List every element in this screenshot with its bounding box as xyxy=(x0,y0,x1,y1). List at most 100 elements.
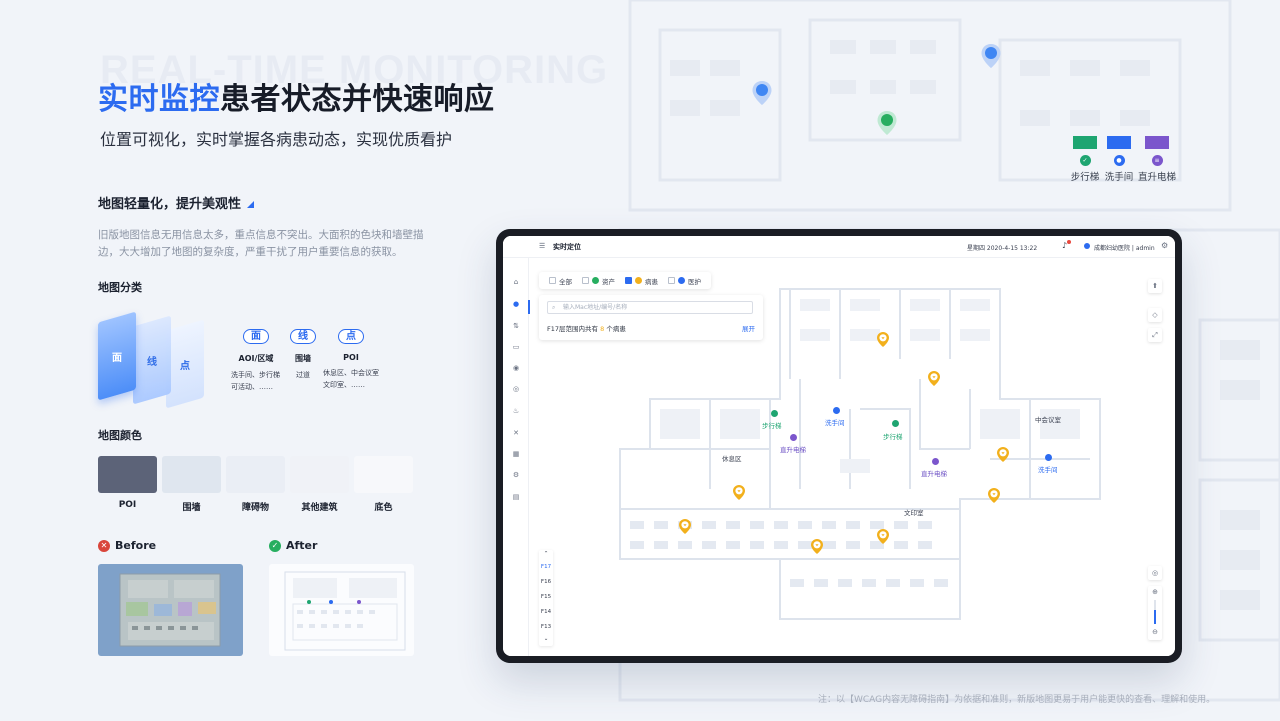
poi-elevator[interactable]: 直升电梯 xyxy=(780,446,806,454)
layer-illustration: 点 线 面 xyxy=(98,305,208,409)
zoom-in-icon[interactable]: ⊕ xyxy=(1152,588,1158,596)
poi-stairs[interactable]: 步行梯 xyxy=(883,433,903,441)
floor-item[interactable]: F16 xyxy=(540,579,552,585)
floor-down-icon[interactable]: ⌄ xyxy=(543,636,549,642)
line-pill: 线 xyxy=(290,329,316,344)
floor-up-icon[interactable]: ⌃ xyxy=(543,551,549,557)
bell-icon[interactable]: ♪ xyxy=(1062,241,1068,250)
settings-icon[interactable]: ⚙ xyxy=(512,471,520,479)
tools-icon[interactable]: ✕ xyxy=(513,429,519,437)
3d-view-icon[interactable]: ◇ xyxy=(1148,308,1162,322)
floor-item[interactable]: F13 xyxy=(540,624,552,630)
checkbox[interactable] xyxy=(549,277,556,284)
filter-label: 资产 xyxy=(602,277,615,286)
swatch-other-building xyxy=(290,456,349,493)
error-icon: ✕ xyxy=(98,539,110,552)
calendar-icon[interactable]: ▤ xyxy=(512,493,520,501)
checkbox-checked[interactable] xyxy=(625,277,632,284)
poi-stairs[interactable]: 步行梯 xyxy=(762,422,782,430)
location-icon[interactable]: ● xyxy=(512,300,520,308)
before-map-image xyxy=(98,564,243,656)
patient-pin-icon[interactable] xyxy=(876,528,890,545)
gear-icon[interactable]: ⚙ xyxy=(1161,241,1169,250)
stairs-icon[interactable] xyxy=(771,410,778,417)
compass-icon[interactable]: ⬆ xyxy=(1148,279,1162,293)
transfer-icon[interactable]: ⇅ xyxy=(513,322,519,330)
locate-icon[interactable]: ◎ xyxy=(1148,566,1162,580)
search-input[interactable]: ⌕ 输入Mac地址/编号/名称 xyxy=(547,301,753,314)
user-info[interactable]: 成都妇幼医院 | admin xyxy=(1094,245,1155,252)
toilet-icon[interactable] xyxy=(1045,454,1052,461)
count-value: 8 xyxy=(600,325,605,333)
filter-all[interactable]: 全部 xyxy=(549,276,572,286)
elevator-icon[interactable] xyxy=(932,458,939,465)
home-icon[interactable]: ⌂ xyxy=(513,278,519,286)
layer-point-label: 点 xyxy=(180,360,190,372)
patient-pin-icon[interactable] xyxy=(732,484,746,501)
patient-pin-icon[interactable] xyxy=(876,331,890,348)
patient-pin-icon[interactable] xyxy=(678,518,692,535)
headline-rest: 患者状态并快速响应 xyxy=(220,82,495,117)
swatch-wall xyxy=(162,456,221,493)
background-watermark: REAL-TIME MONITORING xyxy=(100,48,609,92)
alarm-icon[interactable]: ♨ xyxy=(512,407,520,415)
fullscreen-icon[interactable]: ⤢ xyxy=(1148,328,1162,342)
classification-area: 面 AOI/区域 洗手间、步行梯可活动、…… xyxy=(231,324,281,393)
side-navigation: A ⌂ ● ⇅ ▭ ◉ ◎ ♨ ✕ ▦ ⚙ ▤ xyxy=(503,236,530,656)
poi-toilet[interactable]: 洗手间 xyxy=(1038,466,1058,474)
floor-item[interactable]: F17 xyxy=(540,564,552,570)
checkbox[interactable] xyxy=(582,277,589,284)
area-desc-line: 可活动、…… xyxy=(231,383,273,391)
search-placeholder: 输入Mac地址/编号/名称 xyxy=(563,304,628,311)
stairs-icon[interactable] xyxy=(892,420,899,427)
patient-pin-icon[interactable] xyxy=(996,446,1010,463)
filter-patient[interactable]: 病患 xyxy=(625,276,658,286)
point-desc-line: 休息区、中会议室 xyxy=(323,369,379,377)
search-icon: ⌕ xyxy=(552,304,556,311)
filter-asset[interactable]: 资产 xyxy=(582,276,615,286)
patient-icon xyxy=(635,277,642,284)
menu-toggle-icon[interactable]: ☰ xyxy=(539,242,546,250)
page-headline: 实时监控患者状态并快速响应 xyxy=(98,74,495,118)
poi-elevator[interactable]: 直升电梯 xyxy=(921,470,947,478)
patient-pin-icon[interactable] xyxy=(810,538,824,555)
patient-pin-icon[interactable] xyxy=(987,487,1001,504)
patient-pin-icon[interactable] xyxy=(927,370,941,387)
count-prefix: F17层范围内共有 xyxy=(547,325,599,333)
filter-medical-staff[interactable]: 医护 xyxy=(668,276,701,286)
video-icon[interactable]: ▭ xyxy=(512,343,520,351)
grid-icon[interactable]: ▦ xyxy=(512,450,520,458)
after-label: ✓After xyxy=(269,539,317,552)
zoom-control[interactable]: ⊕ ⊖ xyxy=(1148,586,1162,640)
point-desc: 休息区、中会议室文印室、…… xyxy=(323,367,379,391)
legend-label: 步行梯 xyxy=(1070,172,1100,183)
expand-link[interactable]: 展开 xyxy=(742,325,755,333)
checkbox[interactable] xyxy=(668,277,675,284)
footnote: 注：以【WCAG内容无障碍指南】为依据和准则，新版地图更易于用户能更快的查看、理… xyxy=(818,695,1216,705)
before-text: Before xyxy=(115,539,157,552)
line-desc-line: 过道 xyxy=(296,371,310,379)
floor-item[interactable]: F15 xyxy=(540,594,552,600)
poi-toilet[interactable]: 洗手间 xyxy=(825,419,845,427)
check-icon: ✓ xyxy=(269,539,281,552)
floor-item[interactable]: F14 xyxy=(540,609,552,615)
zoom-slider-fill xyxy=(1154,610,1156,624)
avatar[interactable] xyxy=(1084,243,1090,249)
map-pin-icon xyxy=(877,111,897,135)
zoom-slider[interactable] xyxy=(1154,600,1156,624)
poi-print-room[interactable]: 文印室 xyxy=(904,509,924,517)
filter-label: 医护 xyxy=(688,277,701,286)
toilet-icon[interactable] xyxy=(833,407,840,414)
map-pin-icon xyxy=(752,81,772,105)
layer-line-label: 线 xyxy=(147,356,157,368)
colors-title: 地图颜色 xyxy=(98,429,142,442)
zoom-out-icon[interactable]: ⊖ xyxy=(1152,628,1158,636)
target-icon[interactable]: ◎ xyxy=(512,385,520,393)
poi-meeting-room[interactable]: 中会议室 xyxy=(1035,416,1061,424)
legend-stairs: ✓步行梯 xyxy=(1068,136,1102,183)
record-icon[interactable]: ◉ xyxy=(512,364,520,372)
classification-line: 线 围墙 过道 xyxy=(288,324,318,381)
elevator-icon[interactable] xyxy=(790,434,797,441)
poi-rest-area[interactable]: 休息区 xyxy=(722,455,742,463)
tablet-mockup: A ⌂ ● ⇅ ▭ ◉ ◎ ♨ ✕ ▦ ⚙ ▤ ☰ 实时定位 星期四 2020-… xyxy=(496,229,1182,663)
